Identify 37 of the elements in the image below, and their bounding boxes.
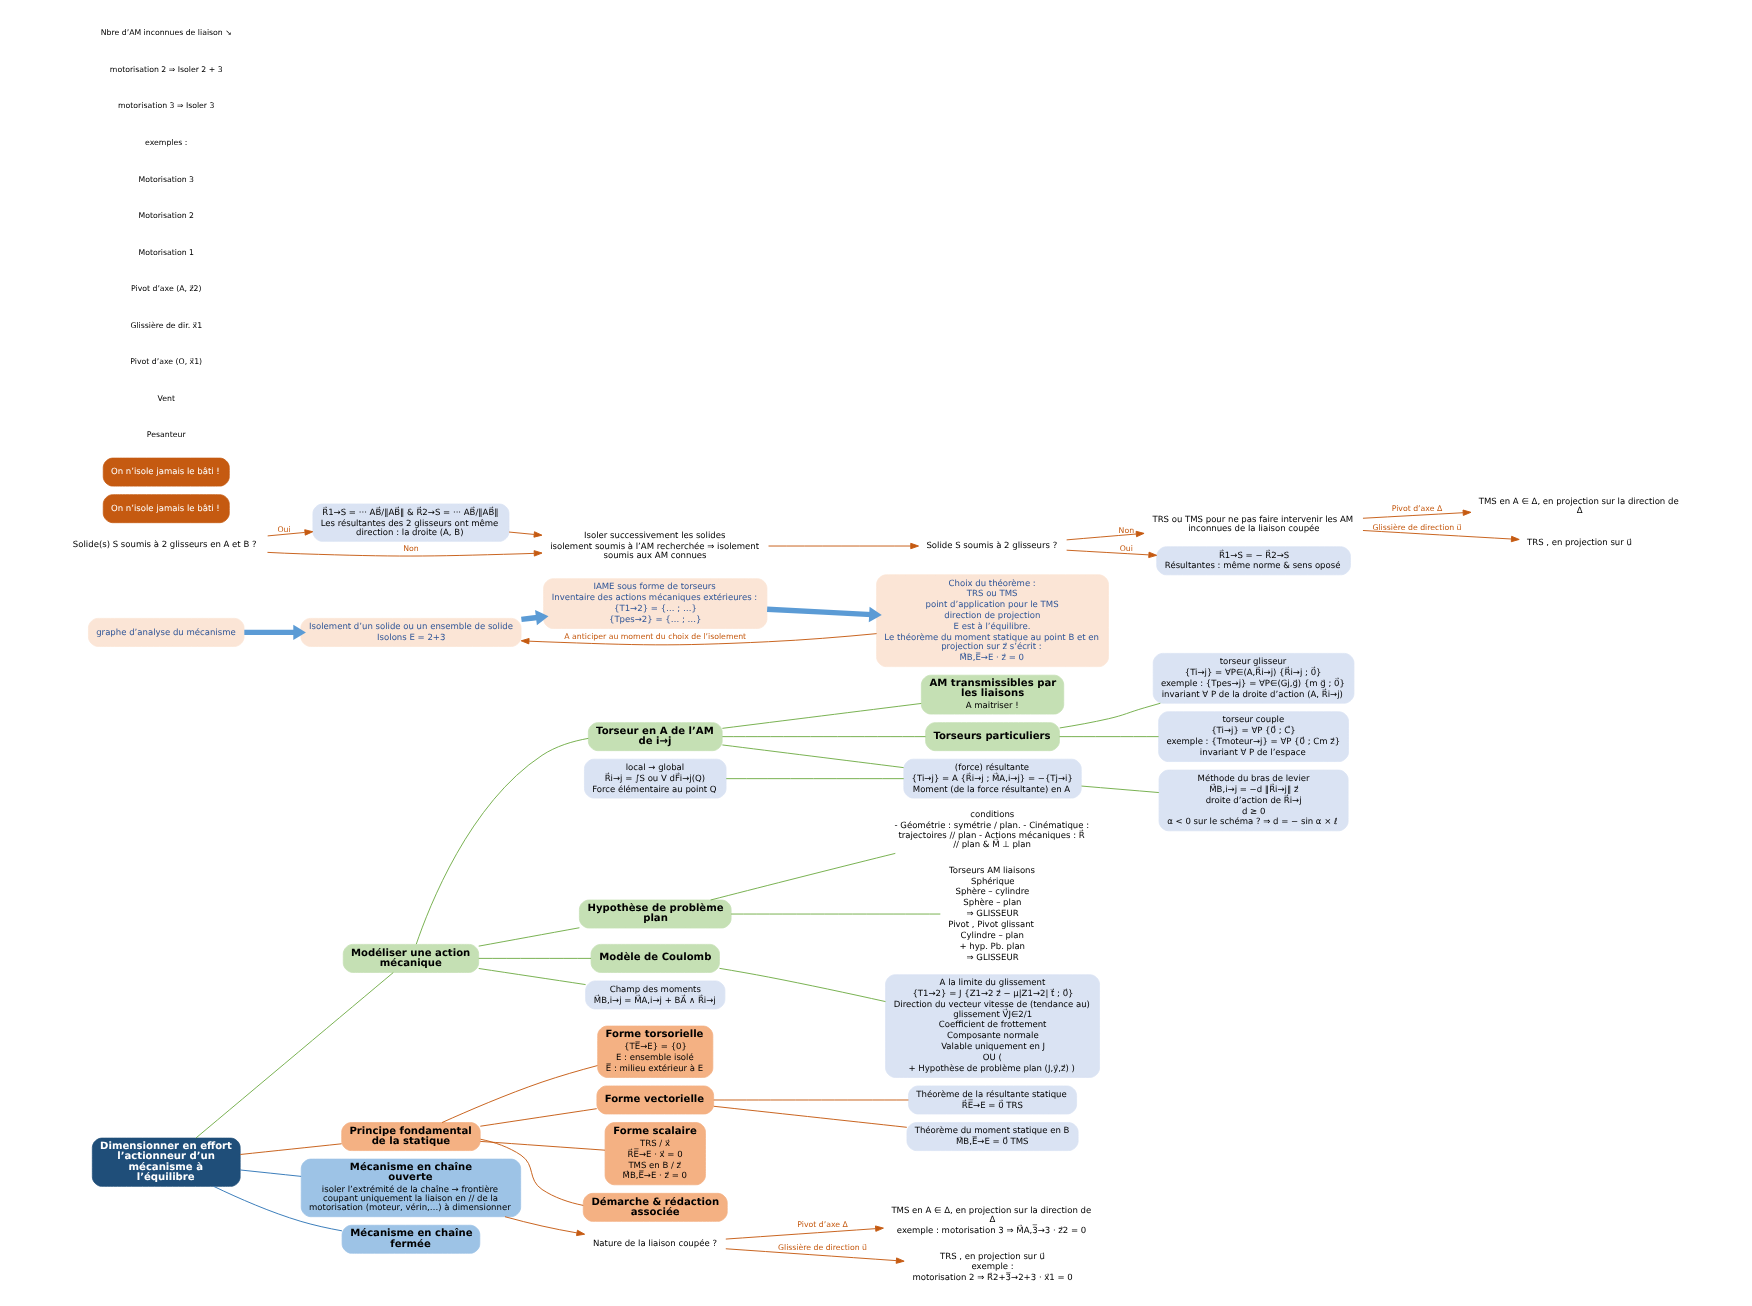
connector: [724, 778, 904, 780]
arrow: [724, 1225, 883, 1240]
connector: [1058, 702, 1160, 729]
connector: [440, 1065, 597, 1123]
arrow: [1065, 530, 1144, 541]
connector: [1080, 785, 1159, 793]
connector: [720, 736, 926, 738]
arrow: [1065, 549, 1157, 559]
arrow: [724, 1248, 904, 1264]
connector: [712, 1105, 907, 1128]
arrow: [1361, 509, 1471, 519]
connector: [720, 744, 904, 769]
connector: [477, 957, 591, 959]
arrow: [519, 633, 877, 646]
arrow: [243, 624, 305, 641]
arrow: [767, 542, 918, 550]
connector: [718, 967, 885, 1003]
arrow: [266, 550, 542, 557]
connector: [709, 852, 895, 901]
connector: [238, 1169, 301, 1177]
connector: [1058, 736, 1159, 738]
connector: [478, 1108, 597, 1127]
connector: [212, 1186, 342, 1232]
connector: [478, 1140, 605, 1151]
connector: [238, 1143, 342, 1155]
connector: [477, 927, 579, 947]
connector: [477, 968, 586, 986]
connector: [479, 1138, 583, 1206]
connector: [729, 913, 940, 915]
arrow: [507, 531, 542, 538]
connector: [720, 703, 921, 729]
arrow: [266, 529, 313, 537]
arrow: [766, 606, 881, 623]
arrow: [503, 1216, 585, 1237]
connector: [194, 972, 393, 1139]
arrow: [1361, 530, 1519, 543]
connector: [414, 737, 588, 945]
